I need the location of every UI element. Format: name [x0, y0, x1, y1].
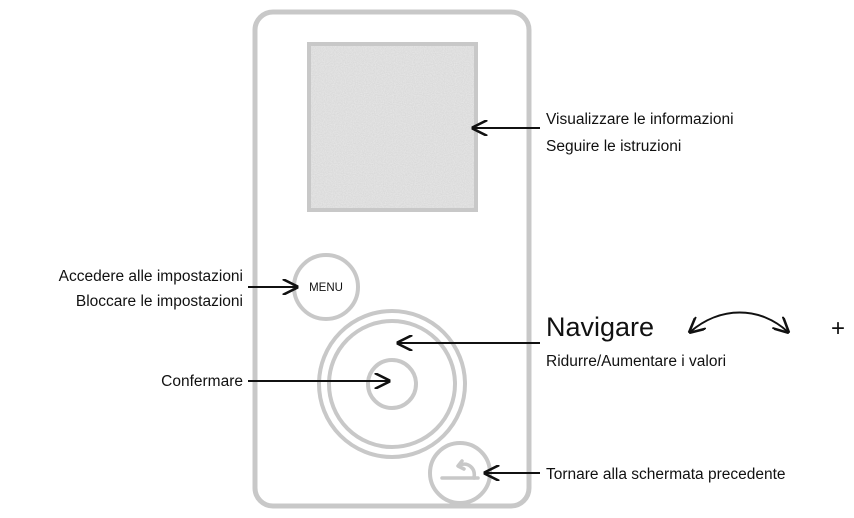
plus-sign: +: [831, 315, 845, 342]
screen-label-line2: Seguire le istruzioni: [546, 138, 681, 155]
navigate-subtitle: Ridurre/Aumentare i valori: [546, 353, 726, 370]
device-screen: [307, 42, 478, 212]
back-button[interactable]: [428, 441, 492, 505]
menu-button-label: MENU: [309, 282, 343, 294]
menu-annotation: Accedere alle impostazioni Bloccare le i…: [59, 268, 297, 310]
confirm-label: Confermare: [161, 373, 243, 390]
menu-button[interactable]: MENU: [292, 253, 360, 321]
return-arrow-icon: [440, 459, 480, 480]
screen-label-line1: Visualizzare le informazioni: [546, 111, 734, 128]
menu-label-line2: Bloccare le impostazioni: [76, 293, 243, 310]
confirm-button[interactable]: [366, 358, 418, 410]
confirm-annotation: Confermare: [161, 373, 389, 390]
back-label: Tornare alla schermata precedente: [546, 466, 786, 483]
back-annotation: Tornare alla schermata precedente: [485, 466, 786, 483]
device-body: [252, 9, 532, 509]
rotate-arrow-icon: [690, 311, 788, 333]
menu-label-line1: Accedere alle impostazioni: [59, 268, 243, 285]
navigate-title: Navigare: [546, 312, 654, 342]
screen-annotation: Visualizzare le informazioni Seguire le …: [473, 111, 734, 155]
wheel-annotation: Navigare + Ridurre/Aumentare i valori: [398, 311, 845, 370]
